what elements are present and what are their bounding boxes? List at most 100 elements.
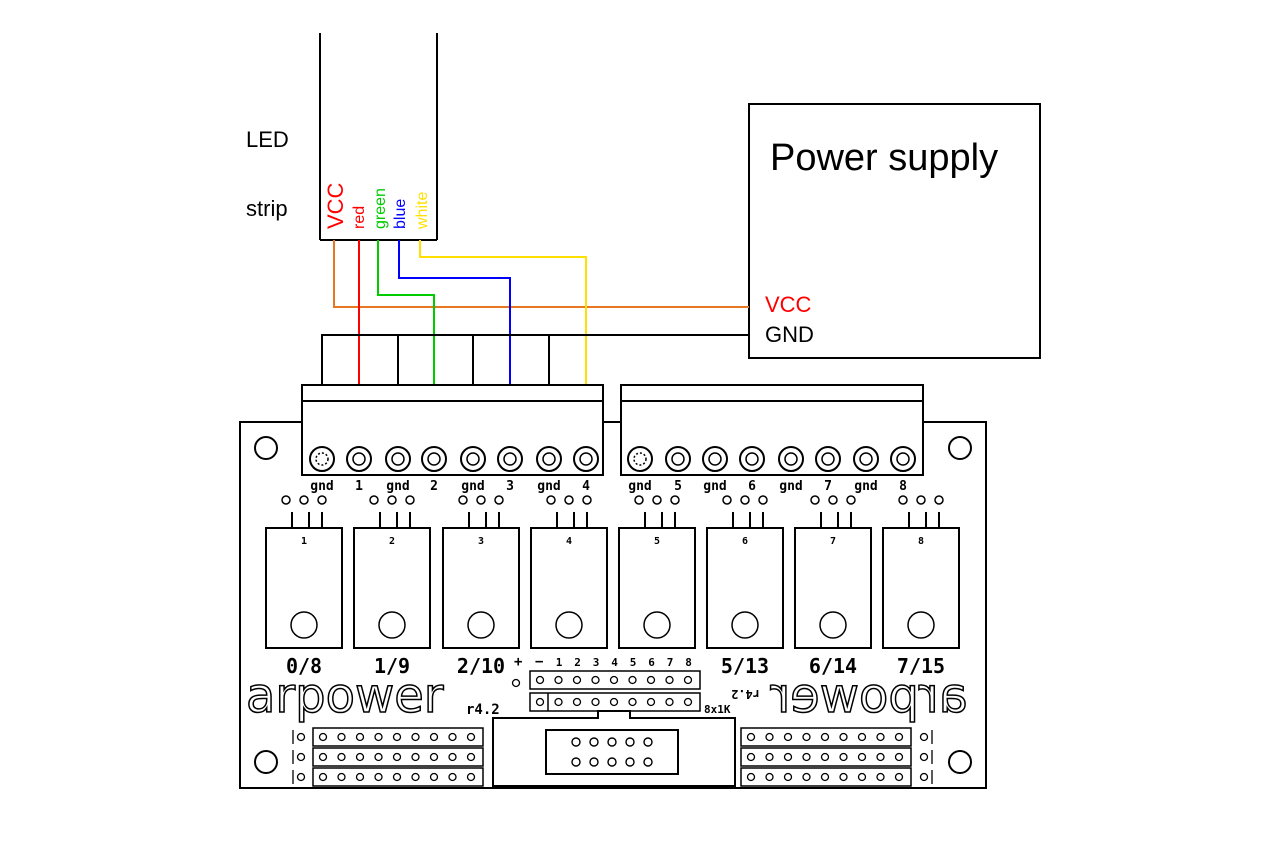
header-pin [628, 697, 637, 707]
terminal-label: gnd [854, 479, 877, 494]
mounting-hole [948, 436, 972, 460]
terminal-label: 2 [430, 479, 438, 494]
terminal-label: gnd [537, 479, 560, 494]
idc-pin [607, 757, 617, 767]
relay: 8 7/15 [882, 495, 960, 678]
relay-caption: 7/15 [897, 654, 945, 678]
terminal-label: gnd [461, 479, 484, 494]
idc-pin [643, 737, 653, 747]
power-supply-gnd-label: GND [765, 322, 814, 347]
power-supply: Power supply VCC GND [748, 103, 1041, 359]
wire-white [419, 240, 587, 459]
header-pin [683, 675, 693, 685]
relay: 5 [618, 495, 696, 649]
header-pin-number: 1 [556, 656, 563, 669]
footprint-label: 8x1K [704, 703, 731, 716]
idc-pin [607, 737, 617, 747]
relay: 21/9 [353, 495, 431, 678]
relay-number: 5 [654, 536, 660, 547]
relay-number: 4 [566, 536, 572, 547]
strip-wire-label-vcc: VCC [323, 182, 348, 229]
header-pin [646, 697, 656, 707]
terminal-channel: 5 [665, 446, 691, 494]
relay-caption: 0/8 [286, 654, 322, 678]
header-pin-number: 7 [667, 656, 674, 669]
header-pin [591, 675, 600, 685]
strip-label-strip: strip [246, 196, 288, 221]
header-pin [609, 697, 619, 707]
idc-pin [625, 737, 635, 747]
terminal-channel: 8 [890, 446, 916, 494]
revision-label: r4.2 [466, 702, 500, 718]
header-pin-number: 6 [648, 656, 655, 669]
idc-pin [643, 757, 653, 767]
header-pin-number: 3 [593, 656, 600, 669]
relay-number: 3 [478, 536, 484, 547]
idc-pin [625, 757, 635, 767]
header-pin [683, 697, 693, 707]
pin-header-top [529, 670, 701, 690]
header-pin [535, 675, 545, 685]
header-plus-label: + [514, 654, 522, 670]
terminal-gnd: gnd [536, 446, 562, 494]
header-pin [665, 675, 674, 685]
header-minus-label: − [535, 654, 543, 670]
relay: 4 [530, 495, 608, 649]
idc-pin [589, 737, 599, 747]
brand-logo-mirrored: arpower [770, 668, 968, 724]
revision-label-mirrored: r4.2 [731, 687, 760, 701]
brand-logo: arpower [246, 668, 444, 724]
terminal-label: 1 [355, 479, 363, 494]
terminal-gnd: gnd [385, 446, 411, 494]
strip-wire-label-white: white [414, 192, 431, 230]
terminal-channel: 6 [739, 446, 765, 494]
relay-number: 6 [742, 536, 748, 547]
idc-connector [492, 710, 736, 787]
terminal-label: gnd [310, 479, 333, 494]
wire-green [377, 240, 435, 459]
terminal-gnd: gnd [853, 446, 879, 494]
led-strip: LED strip VCC red green blue white [246, 33, 438, 241]
terminal-label: gnd [703, 479, 726, 494]
mounting-hole [948, 750, 972, 774]
terminal-channel: 1 [346, 446, 372, 494]
relay-caption: 6/14 [809, 654, 857, 678]
strip-wire-label-red: red [351, 206, 368, 229]
idc-pin [571, 737, 581, 747]
terminal-channel: 7 [815, 446, 841, 494]
relay: 32/10 [442, 495, 520, 678]
header-pin [572, 697, 582, 707]
wire-vcc [333, 240, 749, 308]
relay: 76/14 [794, 495, 872, 678]
terminal-label: 8 [899, 479, 907, 494]
relay-number: 8 [918, 536, 924, 547]
terminal-label: 3 [506, 479, 514, 494]
terminal-label: 6 [748, 479, 756, 494]
pin-bank [292, 727, 484, 787]
header-pin [609, 675, 619, 685]
relay-board: gnd 1 gnd 2 gnd 3 gnd 4 gnd 5 gnd 6 gnd 7 gnd 8 1 0/8 21/… [239, 384, 987, 789]
power-supply-vcc-label: VCC [765, 292, 812, 317]
terminal-label: gnd [779, 479, 802, 494]
mounting-hole [254, 436, 278, 460]
idc-pin [589, 757, 599, 767]
header-pin-number: 4 [611, 656, 618, 669]
wire-blue [398, 240, 511, 459]
header-pin [554, 675, 563, 685]
relay: 65/13 [706, 495, 784, 678]
header-pin-number: 2 [574, 656, 581, 669]
terminal-gnd: gnd [460, 446, 486, 494]
terminal-channel: 4 [573, 446, 599, 494]
relay: 1 0/8 [265, 495, 343, 678]
terminal-label: gnd [628, 479, 651, 494]
relay-number: 1 [301, 536, 307, 547]
terminal-label: 5 [674, 479, 682, 494]
strip-label-led: LED [246, 127, 289, 152]
terminal-gnd: gnd [702, 446, 728, 494]
idc-pin [571, 757, 581, 767]
mounting-hole [254, 750, 278, 774]
terminal-gnd: gnd [627, 446, 653, 494]
strip-wire-label-green: green [372, 188, 389, 229]
header-pin [665, 697, 674, 707]
header-pin [591, 697, 600, 707]
